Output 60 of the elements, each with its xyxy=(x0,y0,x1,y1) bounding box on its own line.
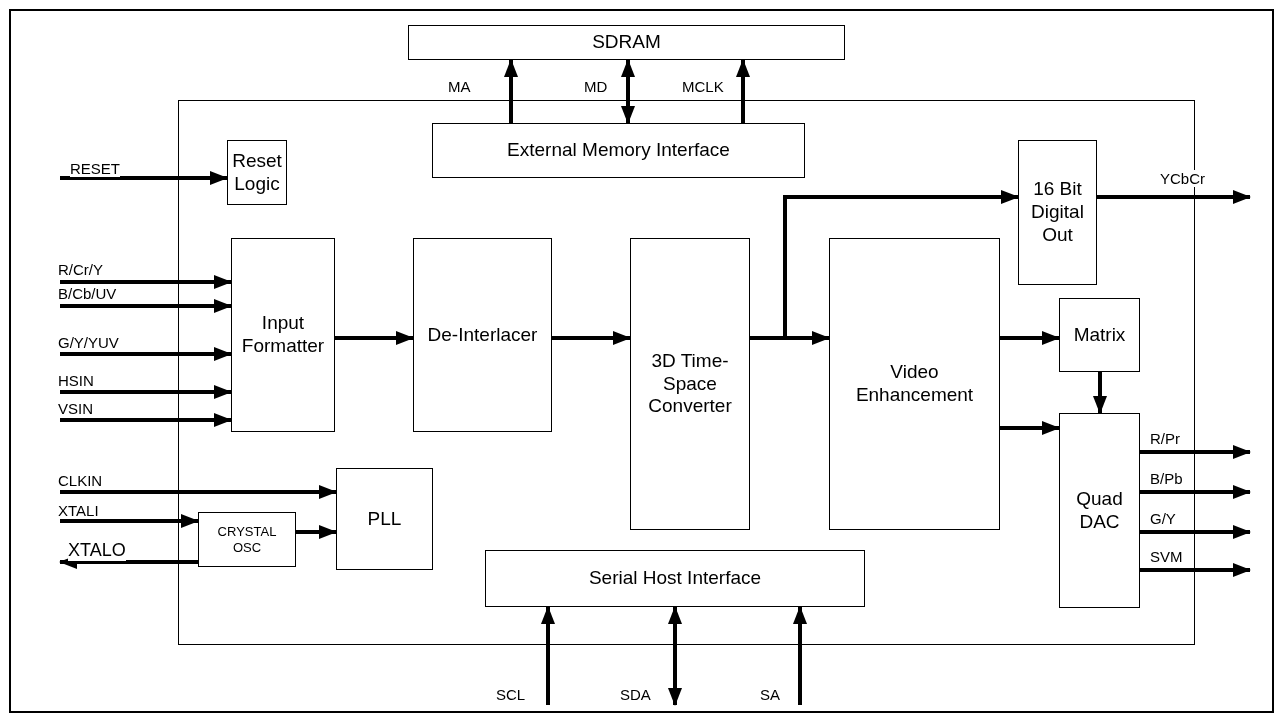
block-box xyxy=(630,238,750,530)
arrow xyxy=(60,413,232,427)
block-label: External Memory Interface xyxy=(507,139,730,162)
arrow xyxy=(621,59,635,124)
block-label: Serial Host Interface xyxy=(588,567,762,590)
arrow xyxy=(504,59,518,123)
signal-label: G/Y xyxy=(1150,510,1176,527)
arrow xyxy=(1000,421,1060,435)
block-box xyxy=(829,238,1000,530)
block-label: Reset Logic xyxy=(231,149,283,196)
arrow xyxy=(1140,485,1251,499)
block-box xyxy=(336,468,433,570)
arrow xyxy=(60,275,232,289)
arrow xyxy=(296,525,337,539)
arrow xyxy=(1140,563,1251,577)
block-label: CRYSTAL OSC xyxy=(216,523,278,556)
signal-label: R/Pr xyxy=(1150,430,1180,447)
block-box xyxy=(227,140,287,205)
signal-label: YCbCr xyxy=(1160,170,1205,187)
arrow xyxy=(1097,190,1251,204)
arrow xyxy=(60,299,232,313)
signal-label: B/Pb xyxy=(1150,470,1183,487)
block-box xyxy=(432,123,805,178)
block-box xyxy=(1018,140,1097,285)
block-box xyxy=(413,238,552,432)
memory-box xyxy=(408,25,845,60)
block-label: Quad DAC xyxy=(1075,487,1124,534)
arrow xyxy=(60,385,232,399)
block-label: Matrix xyxy=(1073,323,1126,347)
arrow xyxy=(60,485,337,499)
arrow xyxy=(1140,445,1251,459)
arrow xyxy=(60,347,232,361)
arrow xyxy=(1093,372,1107,414)
block-box xyxy=(485,550,865,607)
block-box xyxy=(1059,298,1140,372)
signal-label: B/Cb/UV xyxy=(58,285,117,302)
arrow xyxy=(750,190,1019,340)
block-label: Input Formatter xyxy=(240,312,326,358)
arrow xyxy=(60,171,228,185)
arrow xyxy=(552,331,631,345)
arrow xyxy=(541,606,555,705)
arrow xyxy=(60,514,199,528)
arrow xyxy=(793,606,807,705)
block-box xyxy=(1059,413,1140,608)
signal-label: R/Cr/Y xyxy=(58,261,103,278)
block-label: PLL xyxy=(367,507,402,531)
block-label: De-Interlacer xyxy=(427,323,538,347)
block-label: 16 Bit Digital Out xyxy=(1030,178,1085,247)
arrow xyxy=(1000,331,1060,345)
block-label: Video Enhancement xyxy=(854,361,975,407)
signal-label: G/Y/YUV xyxy=(58,334,119,351)
arrow xyxy=(1140,525,1251,539)
arrow xyxy=(668,606,682,706)
arrow xyxy=(736,59,750,123)
block-box xyxy=(198,512,296,567)
signal-label: XTALO xyxy=(68,540,126,561)
block-label: 3D Time-Space Converter xyxy=(647,349,733,419)
block-box xyxy=(231,238,335,432)
arrow xyxy=(335,331,414,345)
block-label: SDRAM xyxy=(592,31,661,54)
